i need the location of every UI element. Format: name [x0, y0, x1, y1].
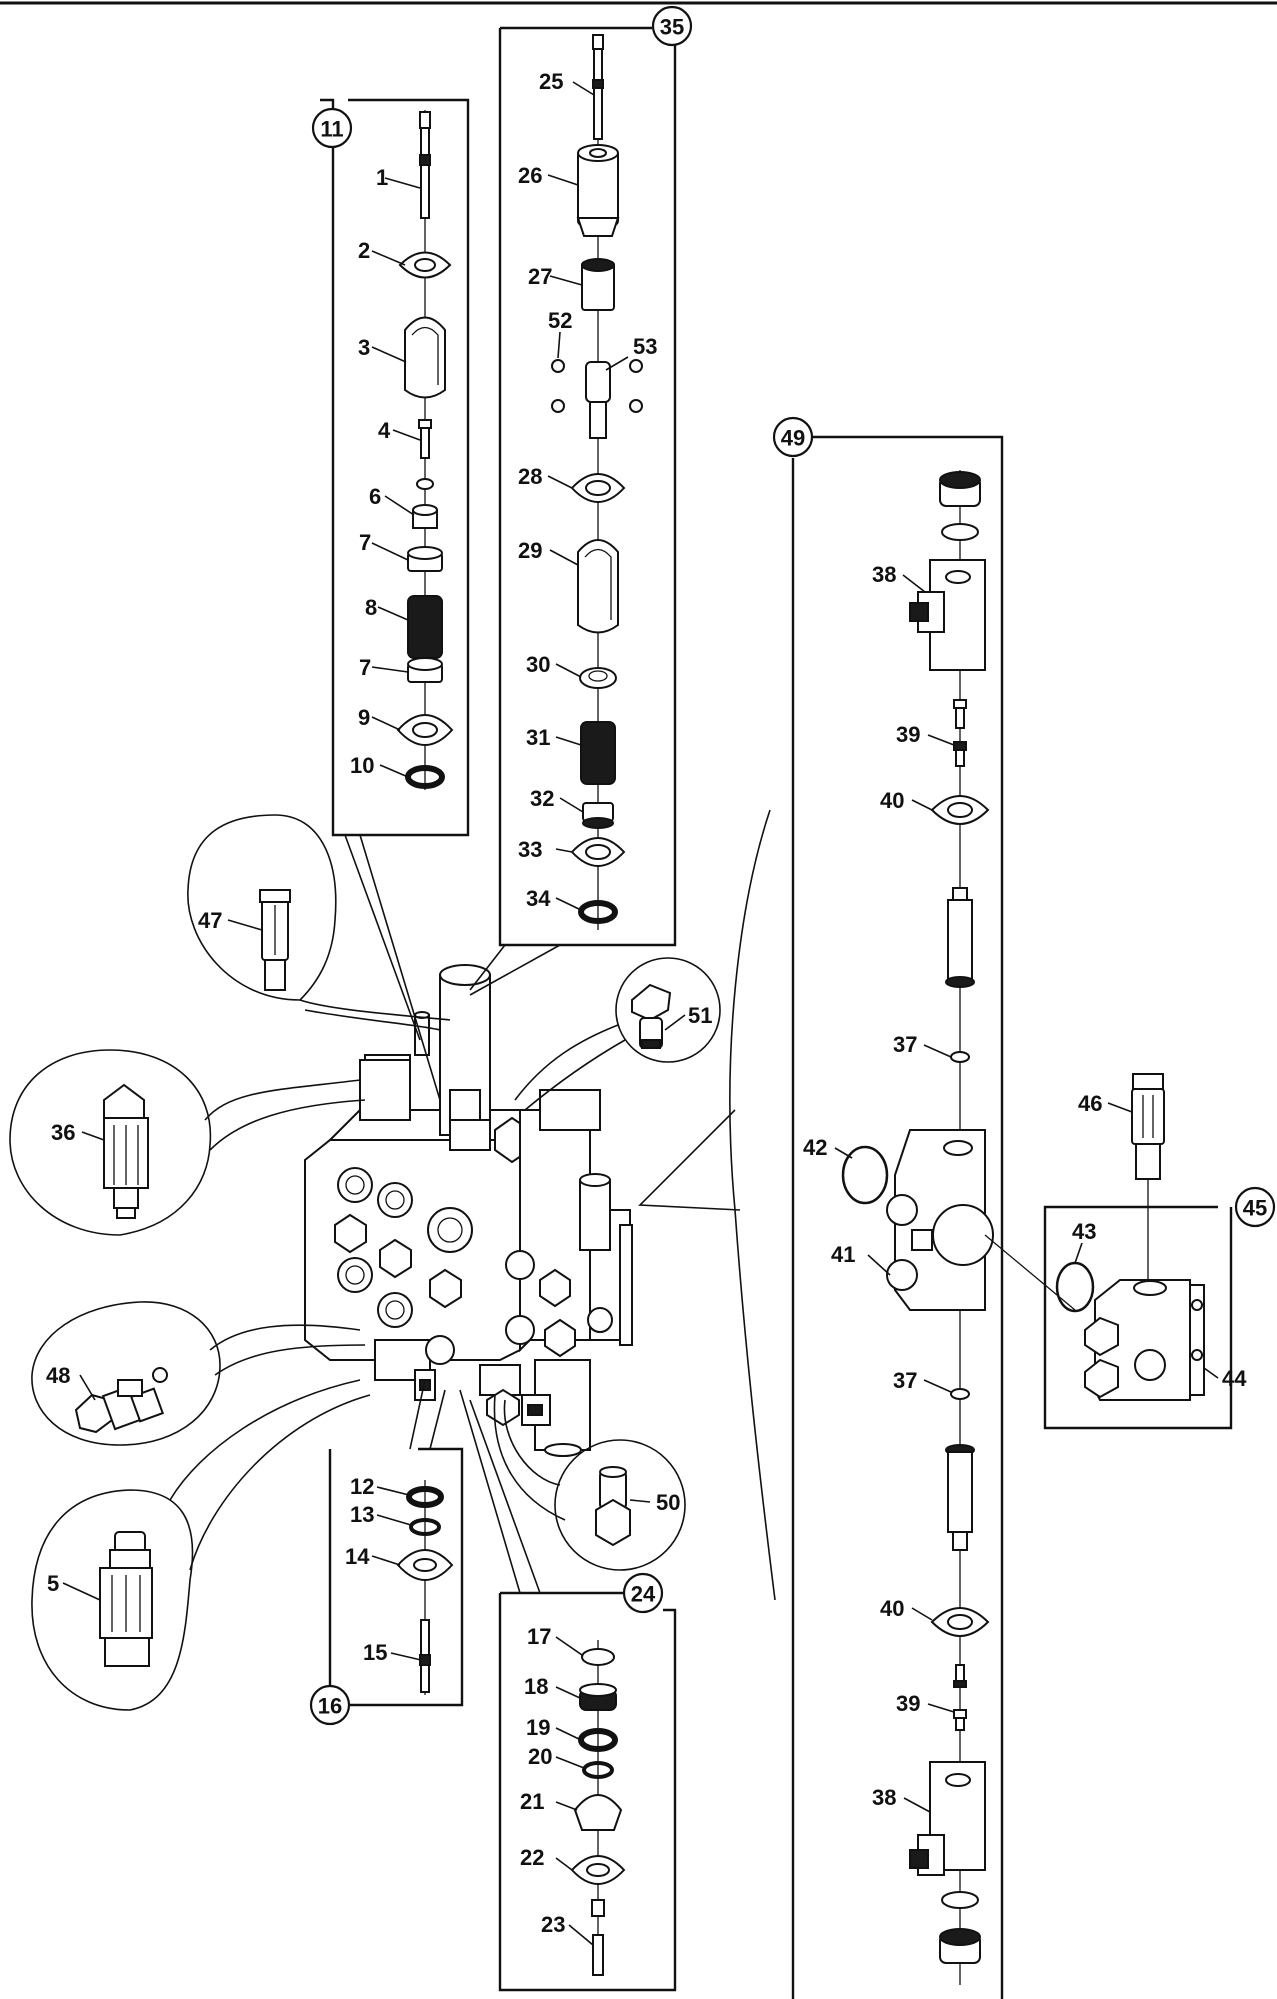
callout-24: 24: [622, 1572, 664, 1614]
label-43: 43: [1072, 1219, 1096, 1244]
label-47: 47: [198, 908, 222, 933]
label-10: 10: [350, 753, 374, 778]
detail-bubble-5: [31, 1379, 371, 1711]
svg-text:49: 49: [781, 426, 805, 451]
label-48: 48: [46, 1363, 70, 1388]
group-box-11: [320, 98, 470, 837]
callout-16: 16: [309, 1684, 351, 1726]
group-11-parts: [396, 110, 454, 790]
label-37-upper: 37: [893, 1032, 917, 1057]
group-45-parts: [1055, 1073, 1205, 1401]
label-1: 1: [376, 165, 388, 190]
label-8: 8: [365, 595, 377, 620]
group-35-parts: [551, 34, 643, 930]
label-20: 20: [528, 1744, 552, 1769]
label-4: 4: [378, 418, 391, 443]
label-31: 31: [526, 725, 550, 750]
callout-35: 35: [651, 5, 693, 47]
label-33: 33: [518, 837, 542, 862]
label-25: 25: [539, 69, 563, 94]
label-52: 52: [548, 308, 572, 333]
callout-49: 49: [772, 416, 814, 458]
detail-bubble-48: [31, 1301, 366, 1446]
label-32: 32: [530, 786, 554, 811]
label-50: 50: [656, 1490, 680, 1515]
group-24-parts: [570, 1640, 626, 1976]
leader-lines: [62, 81, 1219, 1946]
part-number-labels: 1 2 3 4 6 7 8 7 9 10 25 26 27 52 53 28 2…: [46, 69, 1247, 1937]
label-21: 21: [520, 1789, 544, 1814]
label-29: 29: [518, 538, 542, 563]
label-17: 17: [527, 1624, 551, 1649]
label-2: 2: [358, 238, 370, 263]
connector-pointer-49: [638, 1109, 741, 1211]
svg-text:16: 16: [318, 1694, 342, 1719]
svg-text:45: 45: [1243, 1196, 1267, 1221]
group-box-16: [313, 1447, 464, 1707]
group-box-45: [1043, 1205, 1233, 1430]
label-42: 42: [803, 1135, 827, 1160]
svg-text:24: 24: [631, 1582, 656, 1607]
label-5: 5: [47, 1571, 59, 1596]
label-40-upper: 40: [880, 788, 904, 813]
label-28: 28: [518, 464, 542, 489]
callout-11: 11: [311, 107, 353, 149]
label-51: 51: [688, 1003, 712, 1028]
label-7-lower: 7: [359, 655, 371, 680]
label-39-upper: 39: [896, 722, 920, 747]
callout-45: 45: [1234, 1186, 1276, 1228]
label-22: 22: [520, 1845, 544, 1870]
label-44: 44: [1222, 1366, 1247, 1391]
group-connector-lines: [344, 834, 561, 1594]
label-19: 19: [526, 1715, 550, 1740]
label-26: 26: [518, 163, 542, 188]
label-13: 13: [350, 1502, 374, 1527]
label-38-lower: 38: [872, 1785, 896, 1810]
label-18: 18: [524, 1674, 548, 1699]
detail-bubble-36: [9, 1049, 366, 1236]
group-49-parts: [841, 470, 1076, 1985]
label-37-lower: 37: [893, 1368, 917, 1393]
label-14: 14: [345, 1544, 370, 1569]
label-39-lower: 39: [896, 1691, 920, 1716]
svg-text:11: 11: [320, 117, 343, 142]
svg-text:35: 35: [660, 15, 684, 40]
label-46: 46: [1078, 1091, 1102, 1116]
group-16-parts: [396, 1480, 454, 1695]
label-9: 9: [358, 705, 370, 730]
label-40-lower: 40: [880, 1596, 904, 1621]
connector-curve-49: [729, 809, 776, 1601]
label-41: 41: [831, 1242, 855, 1267]
detail-bubble-50: [493, 1394, 686, 1571]
label-3: 3: [358, 335, 370, 360]
label-38-upper: 38: [872, 562, 896, 587]
group-box-24: [498, 1591, 677, 1992]
label-7-upper: 7: [359, 530, 371, 555]
detail-bubble-51: [514, 957, 721, 1111]
label-27: 27: [528, 264, 552, 289]
label-30: 30: [526, 652, 550, 677]
label-34: 34: [526, 886, 551, 911]
label-15: 15: [363, 1640, 387, 1665]
label-36: 36: [51, 1120, 75, 1145]
label-6: 6: [369, 484, 381, 509]
label-53: 53: [633, 334, 657, 359]
group-box-49: [791, 435, 1004, 1999]
label-23: 23: [541, 1912, 565, 1937]
main-valve-body: [304, 964, 633, 1457]
label-12: 12: [350, 1474, 374, 1499]
detail-bubble-47: [187, 814, 451, 1031]
